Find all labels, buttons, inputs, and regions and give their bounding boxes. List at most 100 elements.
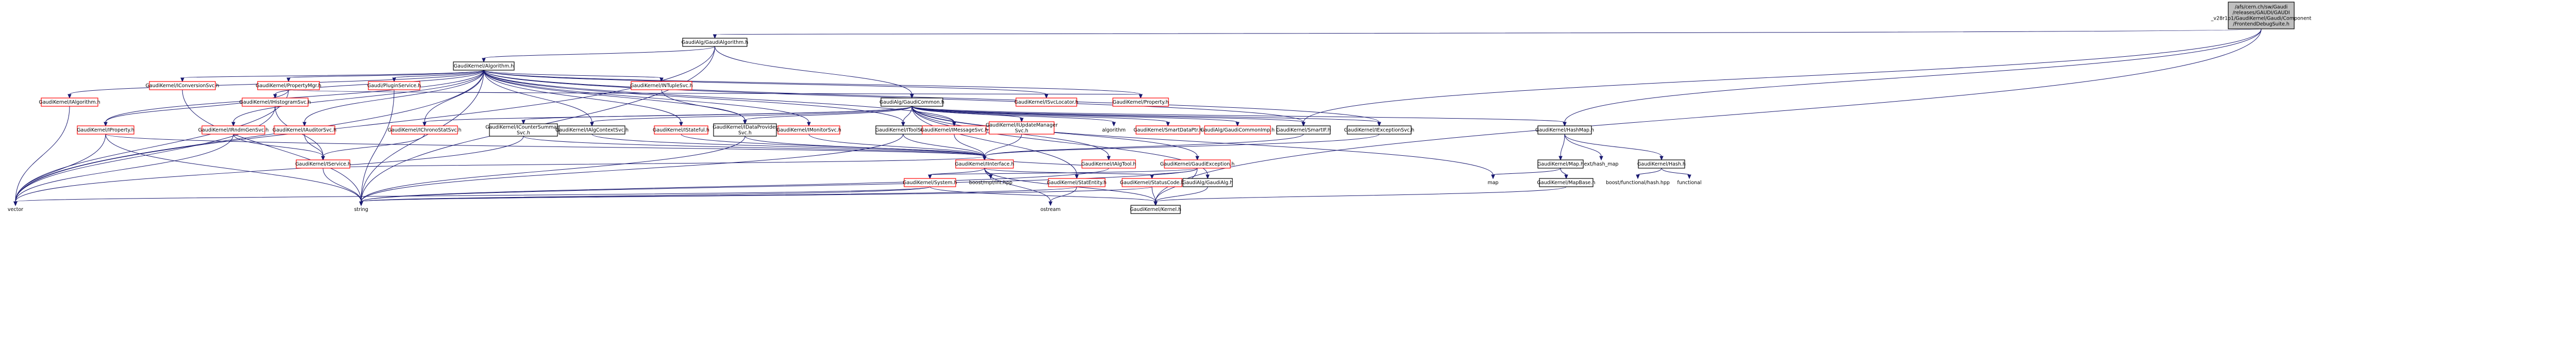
edge-line bbox=[929, 186, 1156, 202]
node-gaudikernel-map-h[interactable]: GaudiKernel/Map.h bbox=[1537, 159, 1584, 169]
node-gaudikernel-ialgtool-h[interactable]: GaudiKernel/IAlgTool.h bbox=[1081, 159, 1136, 169]
edge-arrowhead bbox=[321, 156, 325, 161]
node-box bbox=[558, 125, 625, 135]
edge-line bbox=[483, 70, 592, 123]
node-gaudialg-gaudialgorithm-h[interactable]: GaudiAlg/GaudiAlgorithm.h bbox=[682, 38, 749, 47]
node-functional: functional bbox=[1677, 180, 1701, 186]
edge-line bbox=[1564, 134, 1662, 157]
node-gaudikernel-iservice-h[interactable]: GaudiKernel/IService.h bbox=[295, 159, 351, 169]
edge-gaudiAlg-to-gaudicommon bbox=[715, 46, 914, 99]
edge-line bbox=[15, 106, 276, 202]
edge-line bbox=[929, 168, 985, 175]
node-gaudikernel-mapbase-h[interactable]: GaudiKernel/MapBase.h bbox=[1537, 178, 1596, 187]
node-gaudi-pluginservice-h[interactable]: Gaudi/PluginService.h bbox=[367, 81, 421, 90]
edge-gaudicommon-to-itoolsvc bbox=[901, 106, 912, 127]
node-gaudikernel-statuscode-h[interactable]: GaudiKernel/StatusCode.h bbox=[1120, 178, 1184, 187]
node-gaudikernel-iexceptionsvc-h[interactable]: GaudiKernel/IExceptionSvc.h bbox=[1344, 125, 1414, 135]
node-label: GaudiAlg/GaudiAlgorithm.h bbox=[682, 40, 749, 45]
node-box bbox=[1015, 97, 1077, 107]
node-gaudikernel-itoolsvc-h[interactable]: GaudiKernel/IToolSvc.h bbox=[875, 125, 931, 135]
node-label: algorithm bbox=[1102, 127, 1126, 133]
node-gaudikernel-property-h[interactable]: GaudiKernel/Property.h bbox=[1112, 97, 1169, 107]
node-gaudikernel-isvclocator-h[interactable]: GaudiKernel/ISvcLocator.h bbox=[1014, 97, 1078, 107]
node-gaudikernel-ichronostatsvc-h[interactable]: GaudiKernel/IChronoStatSvc.h bbox=[388, 125, 462, 135]
edge-algorithm-to-isvclocator bbox=[483, 70, 1048, 99]
edge-arrowhead bbox=[1235, 122, 1240, 127]
node-gaudikernel-algorithm-h[interactable]: GaudiKernel/Algorithm.h bbox=[453, 61, 515, 71]
edge-line bbox=[105, 134, 362, 202]
edge-line bbox=[483, 70, 955, 123]
edge-arrowhead bbox=[1048, 201, 1053, 206]
node-gaudikernel-iinterface-h[interactable]: GaudiKernel/IInterface.h bbox=[955, 159, 1014, 169]
node-gaudikernel-ialgorithm-h[interactable]: GaudiKernel/IAlgorithm.h bbox=[39, 97, 100, 107]
node-gaudikernel-iconversionsvc-h[interactable]: GaudiKernel/IConversionSvc.h bbox=[146, 81, 219, 90]
node-gaudikernel-intuplesvc-h[interactable]: GaudiKernel/INTupleSvc.h bbox=[630, 81, 693, 90]
edge-line bbox=[424, 70, 484, 123]
node-box bbox=[654, 125, 708, 135]
node-label: GaudiKernel/IConversionSvc.h bbox=[146, 83, 219, 89]
node-box bbox=[1182, 178, 1233, 187]
node-gaudikernel-kernel-h[interactable]: GaudiKernel/Kernel.h bbox=[1130, 205, 1181, 214]
node-gaudikernel-irndmgensvc-h[interactable]: GaudiKernel/IRndmGenSvc.h bbox=[198, 125, 269, 135]
node-box bbox=[257, 81, 320, 90]
edge-itoolsvc-to-iinterface bbox=[903, 134, 987, 161]
edge-arrowhead bbox=[1599, 156, 1603, 161]
edge-arrowhead bbox=[901, 122, 905, 127]
node-label: _v28r1p1/GaudiKernel/Gaudi/Component bbox=[2211, 16, 2312, 22]
edge-arrowhead bbox=[1075, 174, 1079, 180]
node-gaudikernel-imonitorsvc-h[interactable]: GaudiKernel/IMonitorSvc.h bbox=[776, 125, 841, 135]
node-label: /releases/GAUDI/GAUDI bbox=[2232, 10, 2290, 16]
edge-line bbox=[911, 106, 1077, 175]
node-gaudikernel-smartif-h[interactable]: GaudiKernel/SmartIF.h bbox=[1276, 125, 1331, 135]
edge-arrowhead bbox=[743, 120, 747, 125]
node-gaudikernel-iproperty-h[interactable]: GaudiKernel/IProperty.h bbox=[77, 125, 134, 135]
edge-line bbox=[361, 186, 930, 202]
node-label: Svc.h bbox=[1015, 128, 1028, 134]
edge-arrowhead bbox=[302, 122, 307, 127]
node-gaudikernel-ialgcontextsvc-h[interactable]: GaudiKernel/IAlgContextSvc.h bbox=[555, 125, 629, 135]
node-gaudikernel-system-h[interactable]: GaudiKernel/System.h bbox=[903, 178, 957, 187]
node-box bbox=[1130, 205, 1181, 214]
node-gaudikernel-smartdataptr-h[interactable]: GaudiKernel/SmartDataPtr.h bbox=[1133, 125, 1202, 135]
edge-iexceptionsvc-to-iinterface bbox=[982, 134, 1380, 161]
node-gaudikernel-gaudiexception-h[interactable]: GaudiKernel/GaudiException.h bbox=[1160, 159, 1235, 169]
node-gaudikernel-hash-h[interactable]: GaudiKernel/Hash.h bbox=[1637, 159, 1686, 169]
node-label: GaudiKernel/MapBase.h bbox=[1537, 180, 1595, 186]
node-box bbox=[1537, 159, 1584, 169]
node-box bbox=[274, 125, 335, 135]
node-gaudikernel-iauditorsvc-h[interactable]: GaudiKernel/IAuditorSvc.h bbox=[273, 125, 336, 135]
edge-line bbox=[15, 46, 715, 202]
node-label: GaudiKernel/IChronoStatSvc.h bbox=[388, 127, 462, 133]
node-gaudialg-gaudicommonimp-h[interactable]: GaudiAlg/GaudiCommonImp.h bbox=[1200, 125, 1275, 135]
edge-line bbox=[591, 134, 985, 157]
edge-iservice-to-string bbox=[323, 168, 363, 206]
edge-line bbox=[182, 89, 362, 202]
node-gaudikernel-istateful-h[interactable]: GaudiKernel/IStateful.h bbox=[653, 125, 709, 135]
node-gaudikernel-ihistogramsvc-h[interactable]: GaudiKernel/IHistogramSvc.h bbox=[240, 97, 311, 107]
edge-line bbox=[105, 89, 289, 123]
node-gaudikernel-imessagesvc-h[interactable]: GaudiKernel/IMessageSvc.h bbox=[920, 125, 988, 135]
edge-iproperty-to-string bbox=[105, 134, 363, 206]
node-label: GaudiKernel/SmartDataPtr.h bbox=[1133, 127, 1202, 133]
node-gaudialg-gaudialg-h[interactable]: GaudiAlg/GaudiAlg.h bbox=[1182, 178, 1233, 187]
node-gaudikernel-propertymgr-h[interactable]: GaudiKernel/PropertyMgr.h bbox=[256, 81, 321, 90]
edge-statuscode-to-string bbox=[359, 186, 1153, 206]
node-gaudikernel-statentity-h[interactable]: GaudiKernel/StatEntity.h bbox=[1047, 178, 1107, 187]
edge-gaudicommon-to-smartdataptr bbox=[911, 106, 1170, 127]
edge-line bbox=[929, 168, 1198, 175]
edge-statentity-to-ostream bbox=[1048, 186, 1077, 206]
edge-gaudiAlg-to-algorithm bbox=[482, 46, 715, 63]
node-gaudialg-gaudicommon-h[interactable]: GaudiAlg/GaudiCommon.h bbox=[879, 97, 944, 107]
node-map: map bbox=[1487, 180, 1498, 186]
node-gaudikernel-hashmap-h[interactable]: GaudiKernel/HashMap.h bbox=[1535, 125, 1594, 135]
edge-arrowhead bbox=[807, 122, 811, 127]
node-label: boost/mpl/int.hpp bbox=[969, 180, 1012, 186]
node-box bbox=[955, 159, 1014, 169]
node-afs-cern-ch-sw-gaudi-releases-gaudi-gaudi-v28r1p1-gaudikernel-gaudi-component-frontenddebugsuite-h[interactable]: /afs/cern.ch/sw/Gaudi/releases/GAUDI/GAU… bbox=[2211, 2, 2312, 29]
edge-arrowhead bbox=[1659, 156, 1664, 161]
node-label: GaudiAlg/GaudiCommon.h bbox=[879, 100, 944, 105]
edge-maph-to-mapbase bbox=[1560, 168, 1568, 180]
